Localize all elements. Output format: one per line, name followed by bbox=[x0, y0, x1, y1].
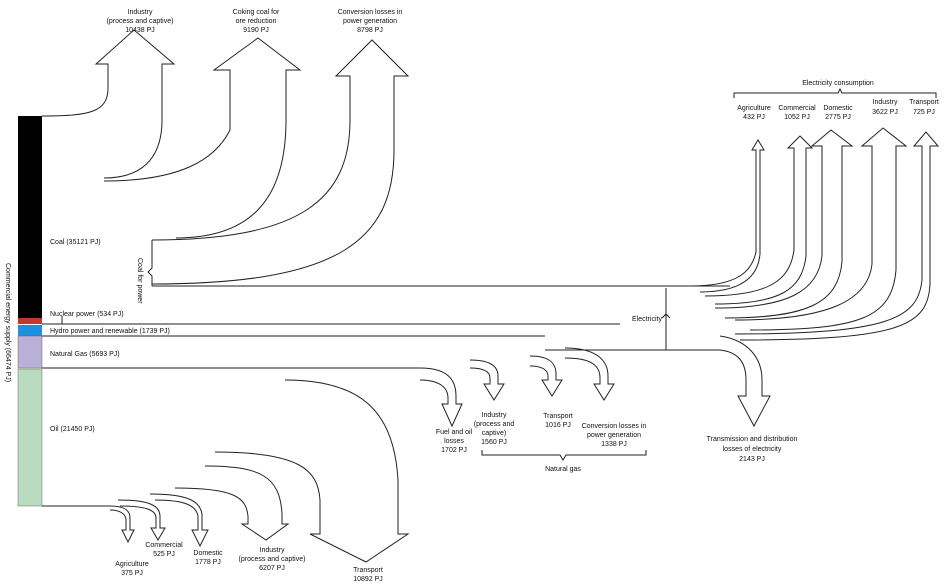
oil-label: Oil (21450 PJ) bbox=[50, 426, 95, 433]
elec-domestic-name: Domestic bbox=[823, 105, 853, 112]
coking-coal-name: Coking coal for bbox=[233, 9, 280, 16]
gas-industry-line2: (process and bbox=[474, 421, 515, 428]
elec-transport-arrow bbox=[734, 131, 940, 341]
elec-agriculture-arrow bbox=[689, 139, 765, 293]
td-losses-value: 2143 PJ bbox=[739, 456, 765, 463]
td-losses-line1: Transmission and distribution bbox=[707, 436, 798, 443]
oil-domestic-arrow bbox=[149, 493, 209, 548]
elec-industry-name: Industry bbox=[873, 99, 898, 106]
gas-industry-value: 1560 PJ bbox=[481, 439, 507, 446]
gas-conversion-line1: Conversion losses in bbox=[582, 423, 647, 430]
supply-axis-label: Commercial energy supply (66474 PJ) bbox=[4, 263, 11, 382]
elec-domestic-arrow bbox=[714, 129, 854, 319]
coking-coal-value: 9190 PJ bbox=[243, 27, 269, 34]
coking-coal-arrow bbox=[103, 37, 302, 239]
elec-industry-arrow bbox=[734, 127, 908, 331]
oil-industry-arrow bbox=[174, 465, 290, 541]
oil-commercial-name: Commercial bbox=[145, 542, 183, 549]
oil-agriculture-value: 375 PJ bbox=[121, 570, 143, 577]
oil-domestic-value: 1778 PJ bbox=[195, 559, 221, 566]
coal-for-power-label: Coal for power bbox=[136, 258, 143, 304]
oil-commercial-arrow bbox=[117, 499, 166, 541]
electricity-label: Electricity bbox=[632, 316, 662, 323]
electricity-consumption-title: Electricity consumption bbox=[802, 80, 874, 87]
coal-conversion-name: Conversion losses in bbox=[338, 9, 403, 16]
coal-label: Coal (35121 PJ) bbox=[50, 239, 101, 246]
oil-agriculture-name: Agriculture bbox=[115, 561, 149, 568]
oil-industry-name: Industry bbox=[260, 547, 285, 554]
elec-domestic-value: 2775 PJ bbox=[825, 114, 851, 121]
hydro-label: Hydro power and renewable (1739 PJ) bbox=[50, 328, 170, 335]
coal-industry-value: 10438 PJ bbox=[125, 27, 155, 34]
elec-commercial-value: 1052 PJ bbox=[784, 114, 810, 121]
coal-industry-sub: (process and captive) bbox=[107, 18, 174, 25]
coal-block bbox=[18, 116, 42, 318]
electricity-consumption-brace bbox=[733, 87, 937, 98]
coking-coal-sub: ore reduction bbox=[236, 18, 277, 25]
nuclear-label: Nuclear power (534 PJ) bbox=[50, 311, 124, 318]
elec-agriculture-value: 432 PJ bbox=[743, 114, 765, 121]
gas-transport-arrow bbox=[529, 355, 563, 397]
oil-block bbox=[17, 368, 43, 507]
gas-transport-name: Transport bbox=[543, 413, 573, 420]
td-losses-arrow bbox=[719, 335, 771, 428]
gas-conversion-line2: power generation bbox=[587, 432, 641, 439]
conversion-losses-coal-arrow bbox=[147, 39, 410, 286]
oil-transport-arrow bbox=[214, 379, 410, 563]
gas-transport-value: 1016 PJ bbox=[545, 422, 571, 429]
oil-industry-sub: (process and captive) bbox=[239, 556, 306, 563]
gas-fuel-losses-line1: Fuel and oil bbox=[436, 429, 473, 436]
electricity-band bbox=[152, 285, 730, 351]
coal-conversion-sub: power generation bbox=[343, 18, 397, 25]
natural-gas-group-label: Natural gas bbox=[545, 466, 581, 473]
hydro-block bbox=[18, 325, 42, 336]
gas-block bbox=[17, 335, 43, 369]
supply-bar bbox=[17, 116, 43, 507]
elec-transport-name: Transport bbox=[909, 99, 939, 106]
gas-conversion-value: 1338 PJ bbox=[601, 441, 627, 448]
oil-transport-value: 10892 PJ bbox=[353, 576, 383, 583]
nuclear-block bbox=[18, 318, 42, 324]
coal-industry-arrow bbox=[41, 29, 176, 179]
gas-industry-arrow bbox=[469, 359, 505, 401]
elec-agriculture-name: Agriculture bbox=[737, 105, 771, 112]
gas-fuel-losses-arrow bbox=[419, 367, 463, 428]
gas-industry-line3: captive) bbox=[482, 430, 507, 437]
gas-fuel-losses-line2: losses bbox=[444, 438, 464, 445]
elec-commercial-name: Commercial bbox=[778, 105, 816, 112]
oil-agriculture-arrow bbox=[42, 505, 135, 544]
gas-fuel-losses-value: 1702 PJ bbox=[441, 447, 467, 454]
gas-industry-line1: Industry bbox=[482, 412, 507, 419]
natural-gas-brace bbox=[481, 450, 647, 461]
supply-trunk-lines bbox=[42, 316, 620, 507]
elec-commercial-arrow bbox=[704, 135, 814, 305]
oil-industry-value: 6207 PJ bbox=[259, 565, 285, 572]
coal-industry-name: Industry bbox=[128, 9, 153, 16]
oil-domestic-name: Domestic bbox=[193, 550, 223, 557]
gas-label: Natural Gas (5693 PJ) bbox=[50, 351, 120, 358]
oil-commercial-value: 525 PJ bbox=[153, 551, 175, 558]
oil-transport-name: Transport bbox=[353, 567, 383, 574]
elec-transport-value: 725 PJ bbox=[913, 109, 935, 116]
td-losses-line2: losses of electricity bbox=[723, 446, 782, 453]
coal-conversion-value: 8798 PJ bbox=[357, 27, 383, 34]
elec-industry-value: 3622 PJ bbox=[872, 109, 898, 116]
gas-conversion-arrow bbox=[564, 347, 615, 401]
